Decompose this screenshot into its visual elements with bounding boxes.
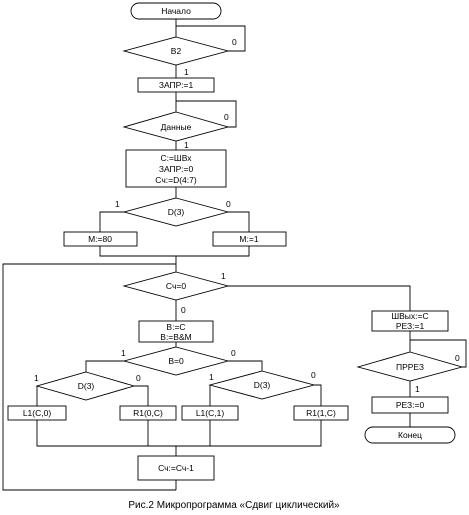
decision-b2-label: B2 (171, 46, 182, 56)
block-l1c1: L1(C,1) (181, 405, 239, 421)
block-r1-1c-label: R1(1,C) (306, 408, 336, 418)
branch-label-b2-0: 0 (232, 37, 237, 47)
block-out-line2: РЕЗ:=1 (396, 321, 425, 331)
branch-label-d3right-1: 1 (209, 372, 214, 382)
end-terminal: Конец (364, 426, 456, 444)
branch-label-b2-1: 1 (184, 67, 189, 77)
decision-prrez: ПРРЕЗ (356, 351, 464, 382)
branch-label-d3top-1: 1 (115, 199, 120, 209)
block-r1-0c-label: R1(0,C) (133, 408, 163, 418)
block-rez0: РЕЗ:=0 (371, 396, 449, 414)
start-terminal: Начало (130, 2, 222, 20)
decision-dannye: Данные (122, 111, 230, 142)
branch-label-d3left-1: 1 (34, 373, 39, 383)
block-m80-label: M:=80 (88, 234, 112, 244)
branch-label-d3left-0: 0 (136, 373, 141, 383)
block-l1c0: L1(C,0) (7, 405, 67, 421)
branch-label-sch0-0: 0 (181, 305, 186, 315)
branch-label-d3top-0: 0 (226, 199, 231, 209)
decision-b0: B=0 (122, 346, 230, 376)
branch-label-b0-1: 1 (121, 348, 126, 358)
decision-d3-right: D(3) (208, 370, 316, 400)
decision-b2: B2 (122, 36, 230, 66)
block-out: ШВых:=C РЕЗ:=1 (371, 310, 449, 332)
decision-sch0: Сч=0 (122, 271, 230, 301)
block-l1c0-label: L1(C,0) (23, 408, 52, 418)
block-m1: M:=1 (212, 231, 287, 247)
block-b: B:=C B:=B&M (138, 320, 214, 343)
figure-caption: Рис.2 Микропрограмма «Сдвиг циклический» (128, 500, 340, 511)
branch-label-d3right-0: 0 (311, 370, 316, 380)
decision-d3-left-label: D(3) (78, 381, 95, 391)
branch-labels: 0 1 0 1 1 0 1 0 1 0 1 0 1 0 0 1 (34, 37, 460, 394)
branch-label-dannye-0: 0 (224, 112, 229, 122)
block-m1-label: M:=1 (239, 234, 258, 244)
block-b-line2: B:=B&M (160, 332, 191, 342)
block-rez0-label: РЕЗ:=0 (396, 400, 425, 410)
end-label: Конец (398, 430, 422, 440)
block-zapr1-label: ЗАПР:=1 (159, 80, 194, 90)
decision-sch0-label: Сч=0 (166, 281, 186, 291)
branch-label-prrez-1: 1 (415, 384, 420, 394)
block-load: C:=ШВх ЗАПР:=0 Сч:=D(4:7) (125, 149, 227, 188)
block-load-line3: Сч:=D(4:7) (155, 175, 197, 185)
decision-prrez-label: ПРРЕЗ (396, 362, 424, 372)
branch-label-prrez-0: 0 (455, 353, 460, 363)
branch-label-sch0-1: 1 (221, 271, 226, 281)
decision-d3-top: D(3) (122, 197, 230, 227)
connectors (2, 19, 467, 491)
block-out-line1: ШВых:=C (391, 311, 428, 321)
decision-d3-right-label: D(3) (254, 380, 271, 390)
block-l1c1-label: L1(C,1) (196, 408, 225, 418)
block-load-line1: C:=ШВх (160, 153, 192, 163)
decision-b0-label: B=0 (168, 356, 184, 366)
block-m80: M:=80 (63, 231, 138, 247)
decision-d3-left: D(3) (35, 371, 136, 401)
block-r1-0c: R1(0,C) (119, 405, 177, 421)
branch-label-dannye-1: 1 (184, 140, 189, 150)
block-r1-1c: R1(1,C) (293, 405, 349, 421)
block-zapr1: ЗАПР:=1 (137, 77, 215, 93)
decision-dannye-label: Данные (161, 122, 192, 132)
block-dec: Сч:=Сч-1 (137, 455, 215, 481)
block-b-line1: B:=C (166, 322, 185, 332)
branch-label-b0-0: 0 (231, 348, 236, 358)
start-label: Начало (161, 6, 191, 16)
block-dec-label: Сч:=Сч-1 (158, 463, 194, 473)
block-load-line2: ЗАПР:=0 (159, 164, 194, 174)
decision-d3-top-label: D(3) (168, 207, 185, 217)
